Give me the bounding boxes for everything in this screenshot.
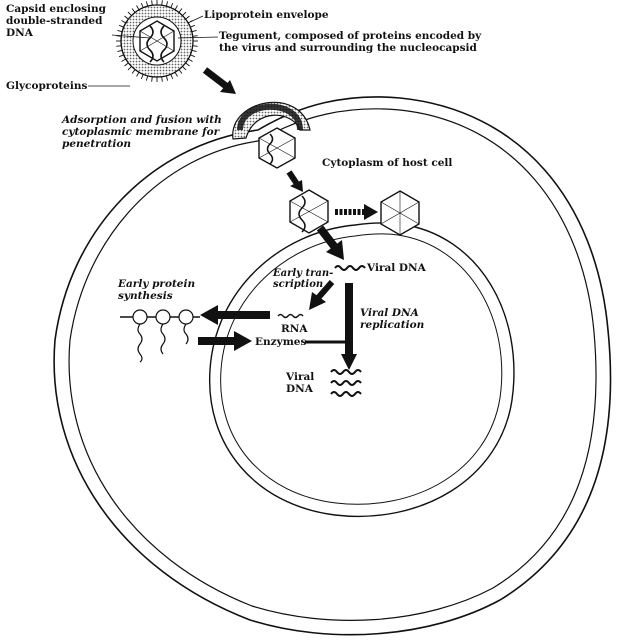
glycoprotein-spike <box>132 70 135 74</box>
glycoprotein-spike <box>121 59 125 62</box>
label-adsorption: Adsorption and fusion with cytoplasmic m… <box>62 114 222 150</box>
glycoprotein-spike <box>171 74 173 79</box>
empty-capsid <box>381 191 419 235</box>
glycoprotein-spike <box>128 66 132 70</box>
host-cell-membrane <box>54 97 610 635</box>
label-glycoproteins: Glycoproteins <box>6 80 87 92</box>
rna-squiggle <box>278 315 303 318</box>
label-rna: RNA <box>281 323 307 335</box>
glycoprotein-spike <box>119 55 124 57</box>
glycoprotein-spike <box>182 12 186 16</box>
glycoprotein-spike <box>175 5 178 9</box>
glycoprotein-spike <box>152 0 153 5</box>
label-tegument: Tegument, composed of proteins encoded b… <box>219 30 481 54</box>
glycoprotein-spike <box>146 1 147 6</box>
glycoprotein-spike <box>152 77 153 82</box>
glycoprotein-spike <box>128 12 132 16</box>
glycoprotein-spike <box>186 16 190 19</box>
label-viral-dna-replication: Viral DNA replication <box>360 307 424 331</box>
capsid-penetrating <box>259 128 295 168</box>
arrow-to-uncoating <box>289 172 303 192</box>
glycoprotein-spike <box>190 55 195 57</box>
glycoprotein-spike <box>179 8 182 12</box>
glycoprotein-spike <box>192 50 197 51</box>
ribosomes <box>120 310 200 362</box>
glycoprotein-spike <box>188 59 192 62</box>
glycoprotein-spike <box>121 21 125 24</box>
arrow-to-protein-synthesis <box>200 305 270 325</box>
arrow-to-empty-capsid <box>335 204 378 220</box>
glycoprotein-spike <box>186 63 190 66</box>
glycoprotein-spike <box>190 25 195 27</box>
glycoprotein-spike <box>141 74 143 79</box>
label-early-protein-synthesis: Early protein synthesis <box>118 278 195 302</box>
label-viral-dna-2: Viral DNA <box>286 371 314 395</box>
glycoprotein-spike <box>171 3 173 8</box>
glycoprotein-spike <box>132 8 135 12</box>
label-lipoprotein-envelope: Lipoprotein envelope <box>204 9 329 21</box>
glycoprotein-spike <box>137 72 140 76</box>
glycoprotein-spike <box>166 1 167 6</box>
viral-dna-squiggle <box>335 266 365 270</box>
glycoprotein-spike <box>162 0 163 5</box>
glycoprotein-spike <box>182 66 186 70</box>
glycoprotein-spike <box>179 70 182 74</box>
glycoprotein-spike <box>117 30 122 31</box>
glycoprotein-spike <box>192 30 197 31</box>
label-enzymes: Enzymes <box>255 336 306 348</box>
glycoprotein-spike <box>162 77 163 82</box>
glycoprotein-spike <box>119 25 124 27</box>
glycoprotein-spike <box>124 63 128 66</box>
label-viral-dna: Viral DNA <box>367 262 426 274</box>
arrow-adsorption <box>205 70 236 94</box>
glycoprotein-spike <box>137 5 140 9</box>
glycoprotein-spike <box>124 16 128 19</box>
replicated-dna <box>331 370 361 396</box>
arrow-dna-to-nucleus <box>320 228 344 260</box>
glycoprotein-spike <box>117 50 122 51</box>
label-capsid: Capsid enclosing double-stranded DNA <box>6 3 106 39</box>
glycoprotein-spike <box>166 76 167 81</box>
arrow-to-enzymes <box>198 331 252 351</box>
label-early-transcription: Early tran- scription <box>273 268 333 290</box>
label-cytoplasm: Cytoplasm of host cell <box>322 157 452 169</box>
glycoprotein-spike <box>116 46 121 47</box>
glycoprotein-spike <box>175 72 178 76</box>
glycoprotein-spike <box>193 46 198 47</box>
glycoprotein-spike <box>146 76 147 81</box>
free-virion <box>116 0 198 82</box>
arrow-dna-replication <box>341 283 357 370</box>
glycoprotein-spike <box>141 3 143 8</box>
glycoprotein-spike <box>193 36 198 37</box>
